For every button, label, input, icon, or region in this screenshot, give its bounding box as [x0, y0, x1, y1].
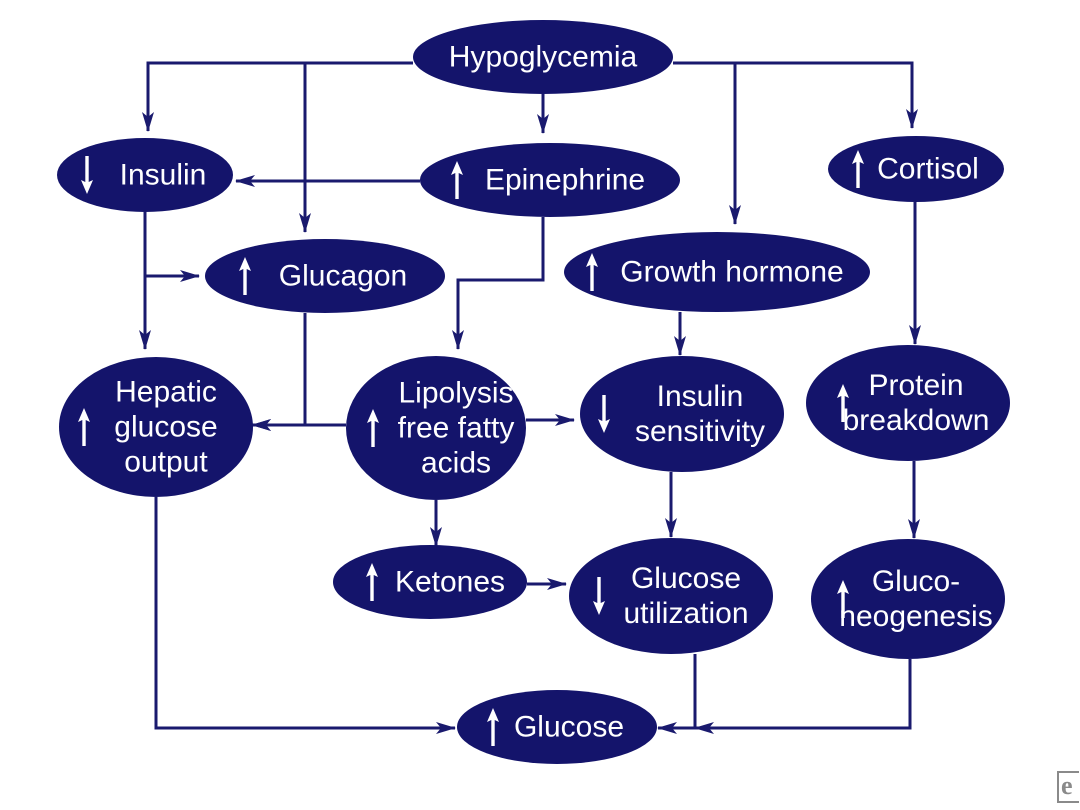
node-label-line: glucose: [114, 411, 217, 444]
node-label-line: Glucagon: [279, 260, 407, 293]
node-ellipse: [828, 136, 1004, 202]
up-arrow-icon: [366, 563, 378, 601]
up-arrow-icon: [78, 408, 90, 446]
node-label-line: Cortisol: [877, 153, 979, 186]
node-growth-hormone: Growth hormone: [564, 232, 870, 312]
up-arrow-icon: [487, 708, 499, 746]
node-label-line: Hepatic: [115, 375, 217, 408]
node-ellipse: [413, 20, 673, 94]
node-ellipse: [57, 138, 233, 212]
edge-hepatic-glucose-output-to-glucose: [154, 497, 456, 734]
edge-insulin-to-glucagon: [143, 212, 200, 282]
up-arrow-icon: [852, 150, 864, 188]
up-arrow-icon: [239, 257, 251, 295]
node-ellipse: [346, 356, 526, 500]
node-ellipse: [806, 345, 1010, 461]
edge-epinephrine-to-lipolysis: [452, 217, 545, 350]
node-label-line: Glucose: [631, 562, 741, 595]
node-ellipse: [580, 356, 784, 472]
edge-glucagon-to-hepatic-glucose-output: [251, 313, 307, 431]
node-label-line: output: [124, 446, 208, 479]
edge-hypoglycemia-to-growth-hormone: [673, 61, 741, 225]
node-ellipse: [811, 539, 1005, 659]
node-insulin: Insulin: [57, 138, 233, 212]
node-label-line: Hypoglycemia: [449, 41, 638, 74]
node-ellipse: [333, 545, 527, 619]
node-ellipse: [457, 690, 657, 764]
edge-gluconeogenesis-to-glucose: [694, 659, 912, 734]
edge-glucose-utilization-to-glucose: [657, 654, 697, 734]
up-arrow-icon: [586, 253, 598, 291]
node-glucose: Glucose: [457, 690, 657, 764]
node-label-line: acids: [421, 447, 491, 480]
edge-hypoglycemia-to-cortisol: [735, 61, 918, 129]
up-arrow-icon: [451, 161, 463, 199]
corner-logo: e: [1057, 771, 1079, 803]
node-ellipse: [569, 538, 773, 654]
node-glucagon: Glucagon: [205, 239, 445, 313]
node-label-line: free fatty: [398, 412, 515, 445]
node-hypoglycemia: Hypoglycemia: [413, 20, 673, 94]
node-label-line: Protein: [868, 369, 963, 402]
node-ellipse: [420, 143, 680, 217]
node-label-line: Lipolysis: [398, 376, 513, 409]
node-label-line: Gluco-: [872, 565, 960, 598]
up-arrow-icon: [837, 384, 849, 422]
node-label-line: sensitivity: [635, 415, 765, 448]
down-arrow-icon: [598, 395, 610, 433]
edge-hypoglycemia-to-insulin: [142, 61, 413, 132]
node-label-line: breakdown: [843, 404, 990, 437]
node-epinephrine: Epinephrine: [420, 143, 680, 217]
node-label-line: Insulin: [120, 159, 207, 192]
node-ellipse: [59, 357, 253, 497]
node-label-line: Glucose: [514, 711, 624, 744]
node-label-line: Epinephrine: [485, 164, 645, 197]
node-ellipse: [205, 239, 445, 313]
up-arrow-icon: [837, 580, 849, 618]
down-arrow-icon: [593, 577, 605, 615]
node-label-line: Ketones: [395, 566, 505, 599]
node-gluconeogenesis: Gluco-neogenesis: [811, 539, 1005, 659]
node-ellipse: [564, 232, 870, 312]
edges-layer: [139, 61, 921, 734]
node-label-line: Growth hormone: [620, 256, 843, 289]
node-label-line: neogenesis: [839, 600, 992, 633]
node-ketones: Ketones: [333, 545, 527, 619]
down-arrow-icon: [81, 156, 93, 194]
node-label-line: Insulin: [657, 380, 744, 413]
node-label-line: utilization: [623, 597, 748, 630]
node-cortisol: Cortisol: [828, 136, 1004, 202]
up-arrow-icon: [367, 409, 379, 447]
